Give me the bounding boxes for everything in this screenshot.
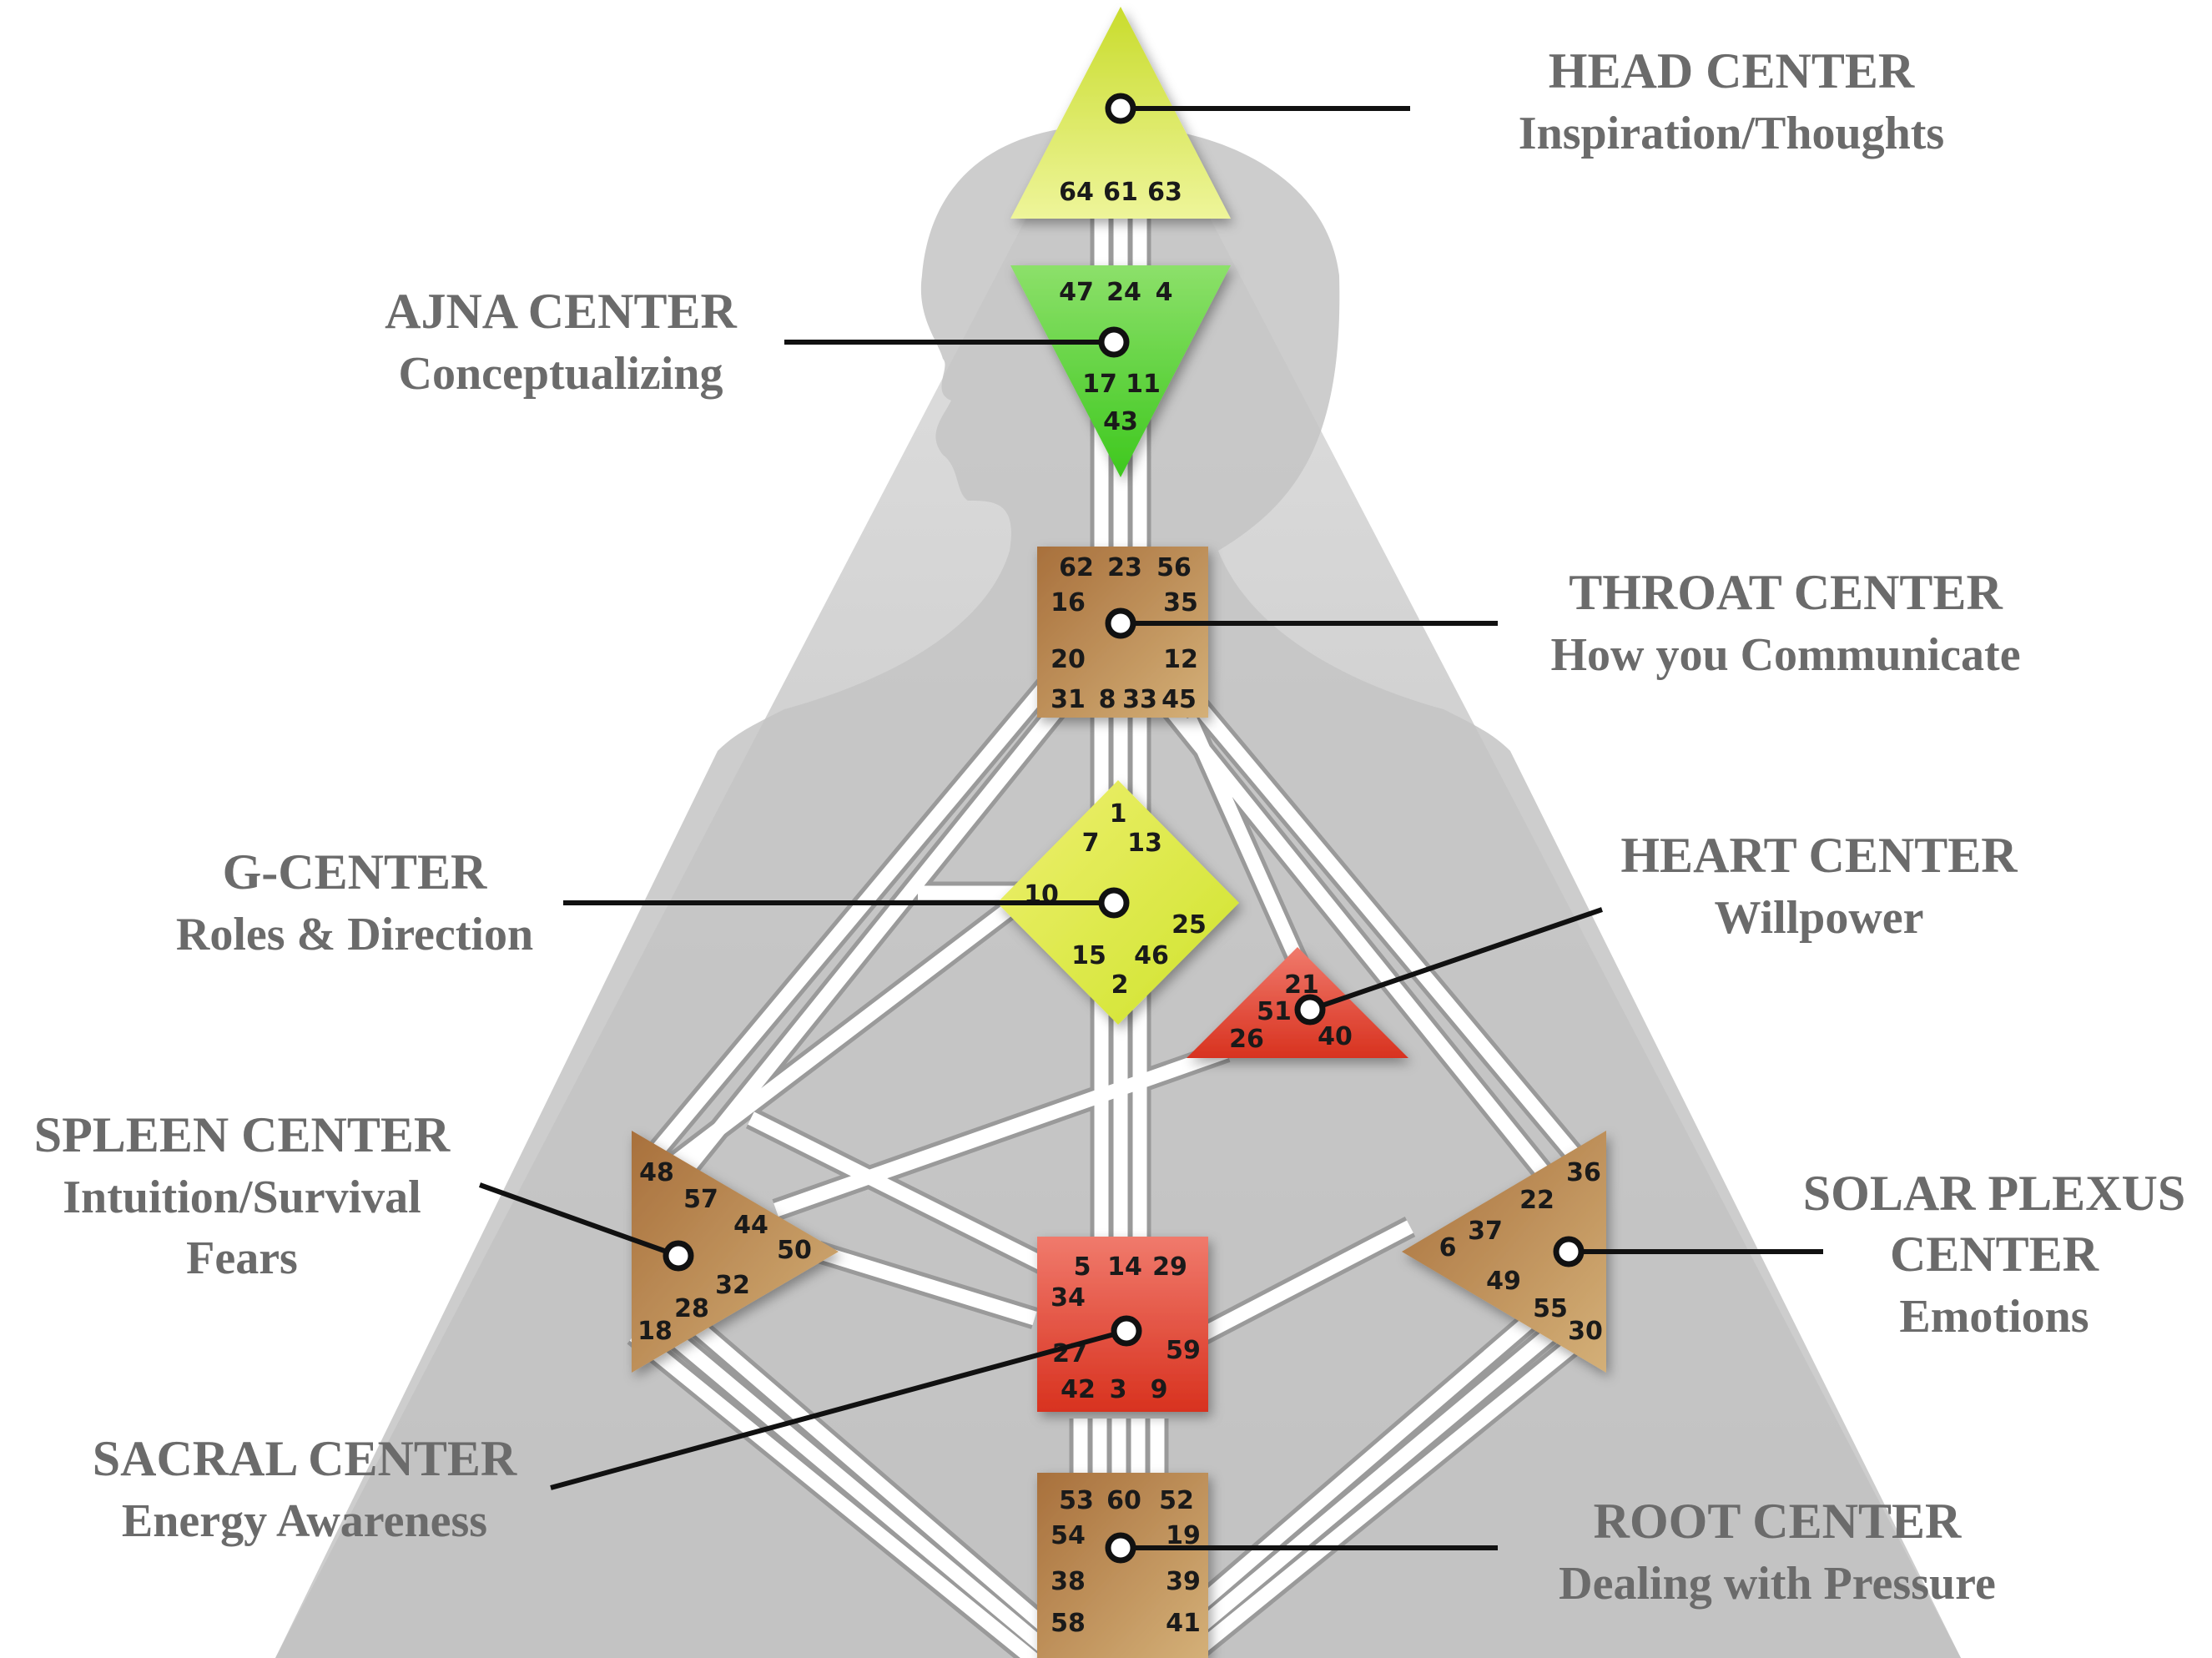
gate-23: 23 [1107, 553, 1142, 582]
gate-59: 59 [1166, 1336, 1201, 1365]
g-marker [1101, 890, 1126, 915]
gate-9: 9 [1151, 1375, 1168, 1404]
gate-56: 56 [1156, 553, 1192, 582]
gate-12: 12 [1163, 645, 1198, 674]
gate-4: 4 [1156, 278, 1173, 307]
gate-34: 34 [1051, 1283, 1086, 1313]
solar-plexus-title: SOLAR PLEXUS [1803, 1166, 2185, 1221]
gate-52: 52 [1159, 1486, 1194, 1515]
gate-16: 16 [1051, 588, 1086, 617]
g-center-title: G-CENTER [223, 844, 487, 900]
gate-53: 53 [1059, 1486, 1094, 1515]
gate-64: 64 [1059, 178, 1094, 207]
gate-49: 49 [1486, 1267, 1521, 1296]
gate-31: 31 [1051, 685, 1086, 714]
gate-6: 6 [1439, 1233, 1457, 1262]
heart-marker [1297, 997, 1323, 1022]
heart-center-title: HEART CENTER [1620, 828, 2018, 883]
solar-plexus-marker [1556, 1239, 1581, 1264]
throat-center-subtitle: How you Communicate [1550, 629, 2020, 681]
gate-63: 63 [1147, 178, 1182, 207]
gate-1: 1 [1110, 799, 1127, 829]
root-center: 53 60 52 54 19 38 39 58 41 [1037, 1473, 1208, 1658]
sacral-center-subtitle: Energy Awareness [122, 1495, 487, 1547]
heart-center-subtitle: Willpower [1715, 892, 1924, 944]
sacral-center-title: SACRAL CENTER [93, 1431, 517, 1486]
gate-18: 18 [637, 1317, 673, 1346]
gate-62: 62 [1059, 553, 1094, 582]
gate-17: 17 [1082, 370, 1117, 399]
gate-15: 15 [1071, 941, 1106, 970]
gate-57: 57 [683, 1185, 718, 1214]
ajna-marker [1101, 330, 1126, 355]
spleen-center-title: SPLEEN CENTER [34, 1107, 451, 1162]
sacral-marker [1114, 1318, 1139, 1343]
gate-47: 47 [1059, 278, 1094, 307]
throat-center-title: THROAT CENTER [1569, 565, 2003, 620]
gate-36: 36 [1566, 1158, 1601, 1187]
gate-37: 37 [1468, 1217, 1503, 1246]
gate-50: 50 [777, 1236, 812, 1265]
gate-8: 8 [1099, 685, 1116, 714]
gate-41: 41 [1166, 1609, 1201, 1638]
gate-39: 39 [1166, 1567, 1201, 1596]
gate-11: 11 [1126, 370, 1161, 399]
gate-61: 61 [1103, 178, 1138, 207]
gate-28: 28 [674, 1294, 709, 1323]
gate-14: 14 [1107, 1252, 1142, 1282]
gate-42: 42 [1061, 1375, 1096, 1404]
gate-54: 54 [1051, 1521, 1086, 1550]
spleen-center-subtitle: Intuition/Survival [63, 1172, 421, 1223]
gate-32: 32 [715, 1271, 750, 1300]
throat-marker [1108, 611, 1133, 636]
ajna-center-title: AJNA CENTER [385, 284, 737, 339]
ajna-center-subtitle: Conceptualizing [399, 348, 723, 400]
gate-33: 33 [1122, 685, 1157, 714]
gate-45: 45 [1161, 685, 1197, 714]
solar-plexus-subtitle: Emotions [1899, 1291, 2089, 1343]
gate-38: 38 [1051, 1567, 1086, 1596]
gate-2: 2 [1111, 970, 1129, 1000]
root-center-subtitle: Dealing with Pressure [1559, 1558, 1996, 1610]
gate-43: 43 [1103, 407, 1138, 436]
solar-plexus-title-2: CENTER [1890, 1227, 2099, 1282]
gate-51: 51 [1257, 997, 1292, 1026]
gate-20: 20 [1051, 645, 1086, 674]
gate-26: 26 [1229, 1025, 1264, 1054]
head-marker [1108, 96, 1133, 121]
spleen-center-subtitle-2: Fears [186, 1232, 298, 1284]
root-marker [1108, 1535, 1133, 1560]
gate-35: 35 [1163, 588, 1198, 617]
head-center-subtitle: Inspiration/Thoughts [1519, 108, 1944, 159]
gate-46: 46 [1134, 941, 1169, 970]
gate-25: 25 [1172, 910, 1207, 940]
g-center-subtitle: Roles & Direction [176, 909, 533, 960]
gate-22: 22 [1519, 1186, 1554, 1215]
spleen-marker [666, 1243, 691, 1268]
gate-48: 48 [639, 1158, 674, 1187]
gate-29: 29 [1152, 1252, 1187, 1282]
gate-3: 3 [1110, 1375, 1127, 1404]
gate-13: 13 [1127, 829, 1162, 858]
gate-5: 5 [1074, 1252, 1091, 1282]
gate-30: 30 [1568, 1317, 1603, 1346]
gate-60: 60 [1106, 1486, 1141, 1515]
gate-44: 44 [733, 1211, 768, 1240]
gate-58: 58 [1051, 1609, 1086, 1638]
gate-40: 40 [1318, 1022, 1353, 1051]
root-center-title: ROOT CENTER [1594, 1494, 1962, 1549]
gate-7: 7 [1082, 829, 1100, 858]
gate-24: 24 [1106, 278, 1141, 307]
gate-55: 55 [1533, 1294, 1568, 1323]
head-center-title: HEAD CENTER [1549, 43, 1915, 98]
